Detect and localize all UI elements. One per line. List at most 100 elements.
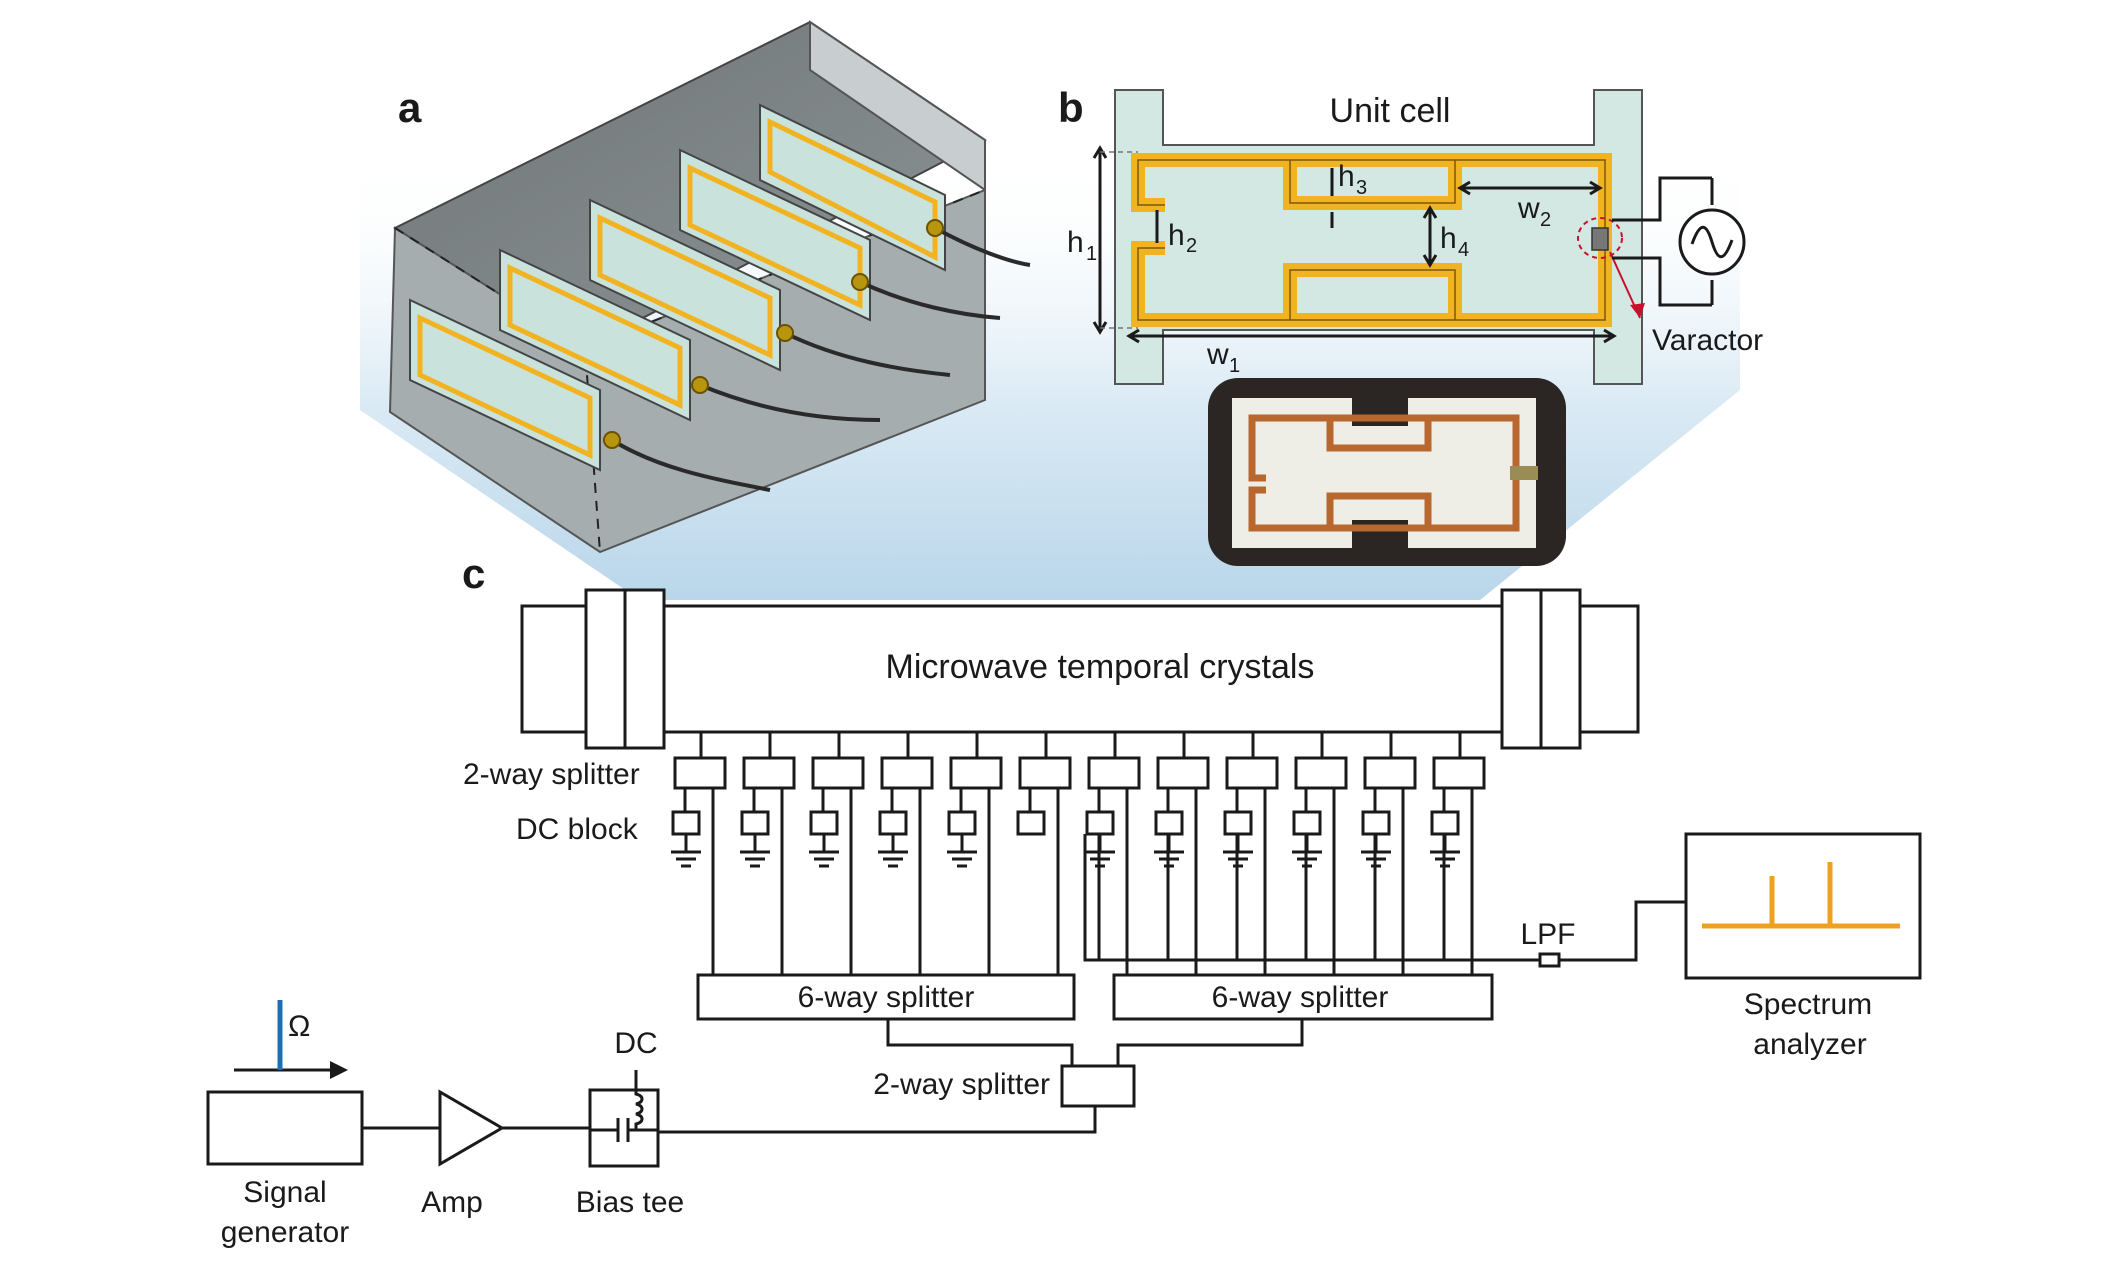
amplifier-icon <box>438 1089 505 1167</box>
ground-icon <box>740 834 770 868</box>
h4-arrowheads <box>1422 205 1438 268</box>
dc-block <box>740 810 770 836</box>
two-way-splitter <box>1363 756 1417 790</box>
unit-cell-card <box>499 248 691 422</box>
two-way-splitter <box>1294 756 1348 790</box>
sample-photo-connector <box>1510 466 1538 480</box>
w1-subscript: 1 <box>1229 355 1240 377</box>
amp-label: Amp <box>421 1186 483 1219</box>
ground-icon <box>671 834 701 868</box>
dc-block <box>1292 810 1322 836</box>
w1-label: w <box>1206 338 1229 371</box>
unit-cell-title: Unit cell <box>1330 92 1451 130</box>
capacitor-icon <box>590 1118 658 1142</box>
panel-label-c: c <box>462 550 485 597</box>
varactor-highlight <box>1577 217 1623 259</box>
two-way-splitter <box>673 756 727 790</box>
dc-block <box>1154 810 1184 836</box>
dc-block <box>809 810 839 836</box>
two-way-splitter-bottom <box>1060 1064 1136 1108</box>
dc-block <box>1223 810 1253 836</box>
source-wires <box>1612 176 1714 307</box>
dc-block <box>1361 810 1391 836</box>
unit-cell-card <box>589 198 781 372</box>
ground-icon <box>878 834 908 868</box>
h1-subscript: 1 <box>1086 243 1097 265</box>
h1-extension <box>1100 151 1138 329</box>
panel-label-b: b <box>1058 84 1084 131</box>
crystal-waveguide <box>520 604 1640 734</box>
w2-label: w <box>1517 192 1540 225</box>
two-way-splitter-label: 2-way splitter <box>463 758 640 791</box>
h1-label: h <box>1067 226 1084 259</box>
dc-label: DC <box>614 1027 657 1060</box>
w2-arrowheads <box>1457 180 1603 196</box>
splitter-feed-lines <box>886 1019 1304 1068</box>
dc-block <box>671 810 701 836</box>
dc-block <box>1085 810 1115 836</box>
two-way-splitter <box>949 756 1003 790</box>
spectrum-analyzer-label-1: Spectrum <box>1744 988 1872 1021</box>
channel-array <box>671 732 1486 975</box>
spectrum-analyzer-label-2: analyzer <box>1753 1028 1866 1061</box>
h3-label: h <box>1338 160 1355 193</box>
two-way-splitter <box>1432 756 1486 790</box>
dc-block <box>1430 810 1460 836</box>
panel-c-setup: c Microwave temporal crystals 2-way spli… <box>206 550 1922 1249</box>
w1-arrowheads <box>1126 328 1617 344</box>
spectrum-display-icon <box>1702 862 1900 929</box>
six-way-splitter-right-label: 6-way splitter <box>1212 981 1389 1014</box>
two-way-splitter <box>811 756 865 790</box>
h2-subscript: 2 <box>1186 235 1197 257</box>
panel-label-a: a <box>398 84 422 131</box>
waveguide-end-left <box>520 604 588 734</box>
varactor-label: Varactor <box>1652 324 1763 357</box>
two-way-splitter <box>1156 756 1210 790</box>
signal-generator-label-2: generator <box>221 1216 349 1249</box>
six-way-splitter-left-label: 6-way splitter <box>798 981 975 1014</box>
dc-block-label: DC block <box>516 813 639 846</box>
two-way-splitter <box>1087 756 1141 790</box>
panel-a-waveguide: a <box>388 20 1031 554</box>
unit-cell-card <box>679 148 871 322</box>
h2-label: h <box>1168 219 1185 252</box>
varactor-connector <box>603 219 944 449</box>
dc-block <box>878 810 908 836</box>
bias-wires <box>610 226 1031 492</box>
signal-generator <box>206 1090 364 1166</box>
h3-subscript: 3 <box>1356 177 1367 199</box>
varactor-arrowhead <box>1630 303 1645 318</box>
dc-block <box>947 810 977 836</box>
two-way-splitter <box>742 756 796 790</box>
two-way-splitter <box>1018 756 1072 790</box>
crystal-label: Microwave temporal crystals <box>886 648 1315 686</box>
ground-icon <box>947 834 977 868</box>
inductor-icon <box>634 1070 644 1130</box>
w2-subscript: 2 <box>1540 209 1551 231</box>
two-way-splitter <box>880 756 934 790</box>
unit-cell-card <box>409 298 601 472</box>
six-way-splitter-left <box>696 973 1076 1021</box>
sample-photo-board <box>1232 398 1536 548</box>
h4-label: h <box>1440 222 1457 255</box>
signal-generator-label-1: Signal <box>243 1176 326 1209</box>
lpf-label: LPF <box>1520 918 1575 951</box>
two-way-splitter-bottom-label: 2-way splitter <box>873 1068 1050 1101</box>
lpf-icon <box>1538 952 1561 968</box>
waveguide-end-right <box>1578 604 1640 734</box>
bias-tee <box>588 1088 660 1168</box>
two-way-splitter <box>1225 756 1279 790</box>
panel-b-unit-cell: b Unit cell Varactor h 1 h 2 h 3 <box>1058 84 1763 566</box>
dc-block <box>1016 810 1046 836</box>
spectrum-analyzer <box>1684 832 1922 980</box>
output-line <box>1476 900 1686 962</box>
h1-arrowheads <box>1092 145 1108 335</box>
bias-tee-label: Bias tee <box>576 1186 684 1219</box>
frequency-axis-arrowhead <box>330 1061 348 1079</box>
omega-label: Ω <box>288 1010 310 1043</box>
feed-line <box>658 1106 1097 1134</box>
sine-wave-icon <box>1690 225 1734 259</box>
unit-cell-card <box>759 103 946 272</box>
